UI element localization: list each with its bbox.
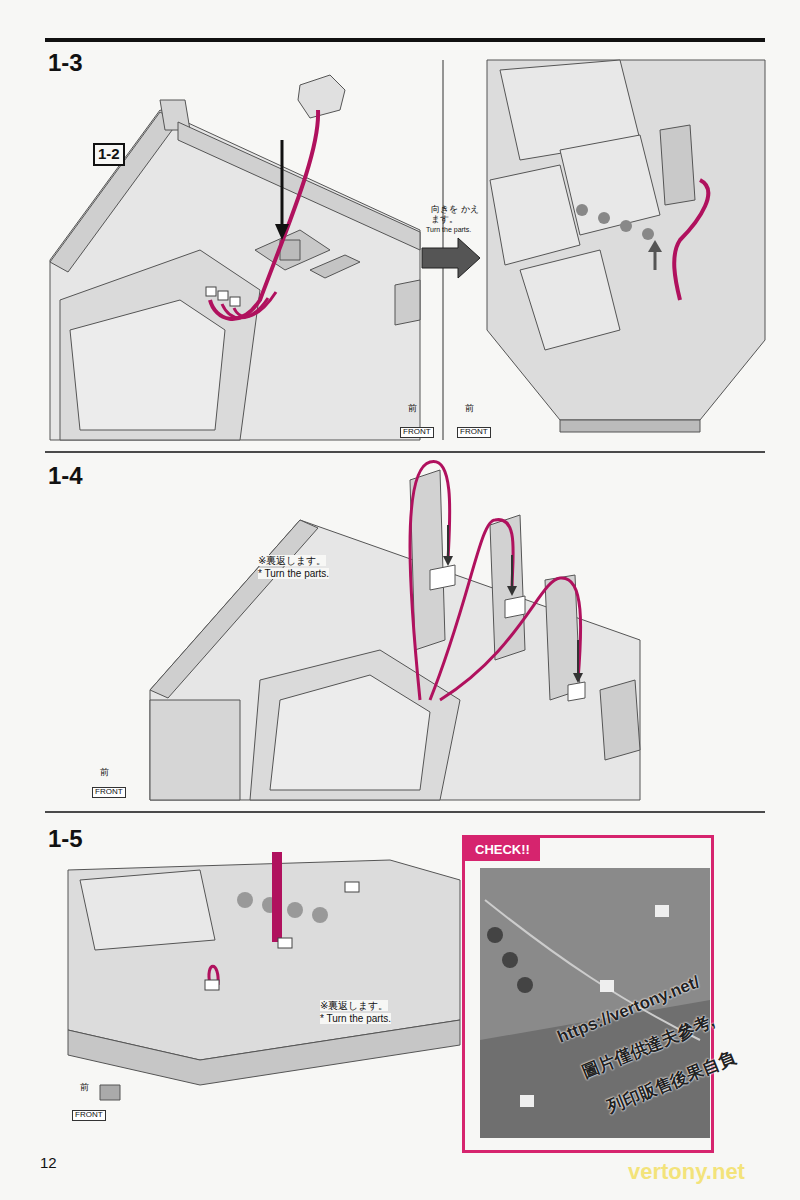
note-text: * Turn the parts.: [320, 1013, 391, 1024]
note-text: * Turn the parts.: [258, 568, 329, 579]
note-text: ※裏返します。: [320, 1000, 388, 1011]
note-text: ※裏返します。: [258, 555, 326, 566]
front-icon: FRONT: [457, 427, 491, 438]
watermark: vertony.net: [628, 1160, 745, 1184]
front-icon: FRONT: [72, 1110, 106, 1121]
note-text: Turn the parts.: [426, 226, 471, 234]
front-icon: FRONT: [92, 787, 126, 798]
front-icon: 前: [465, 404, 474, 414]
step-number: 1-4: [48, 463, 83, 489]
front-icon: 前: [100, 768, 109, 778]
front-icon: 前: [408, 404, 417, 414]
note-text: 向きを かえます。: [431, 205, 481, 225]
callout-number: 1-2: [93, 143, 125, 166]
step-number: 1-3: [48, 50, 83, 76]
front-icon: FRONT: [400, 427, 434, 438]
panel-heading: CHECK!!: [465, 838, 540, 861]
front-icon: 前: [80, 1083, 89, 1093]
step-number: 1-5: [48, 826, 83, 852]
page-number: 12: [40, 1155, 57, 1172]
